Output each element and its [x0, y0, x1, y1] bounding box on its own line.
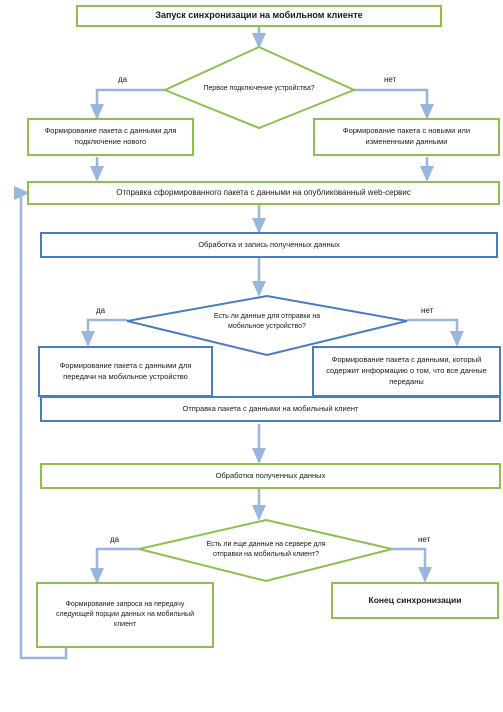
decision-more-text: Есть ли еще данные на сервере для отправ… — [206, 540, 326, 558]
process-received-box: Обработка полученных данных — [40, 463, 501, 489]
arrow-more-no — [392, 547, 432, 583]
decision-send-yes-label: да — [96, 306, 106, 315]
decision-send-shape — [126, 294, 408, 357]
decision-first-no-label: нет — [384, 75, 397, 84]
arrow-send-no — [407, 318, 464, 347]
decision-more-yes-label: да — [110, 535, 120, 544]
decision-first-yes-label: да — [118, 75, 128, 84]
start-box: Запуск синхронизации на мобильном клиент… — [76, 5, 442, 27]
pack-changed-box: Формирование пакета с новыми или изменен… — [313, 118, 500, 156]
arrow-first-no — [354, 88, 434, 120]
decision-more-shape — [138, 518, 393, 583]
arrow-loop-back — [14, 186, 68, 660]
end-box: Конец синхронизации — [331, 582, 499, 619]
decision-first-text: Первое подключение устройства? — [203, 84, 315, 92]
arrow-more-yes — [90, 547, 139, 584]
request-next-box: Формирование запроса на передачу следующ… — [36, 582, 214, 648]
decision-send-text: Есть ли данные для отправки на мобильное… — [213, 312, 321, 330]
pack-new-box: Формирование пакета с данными для подклю… — [27, 118, 194, 156]
decision-more-no-label: нет — [418, 535, 431, 544]
decision-send-no-label: нет — [421, 306, 434, 315]
arrow-send-yes — [81, 318, 127, 347]
send-webservice-box: Отправка сформированного пакета с данным… — [27, 181, 500, 205]
pack-allsent-box: Формирование пакета с данными, который с… — [312, 346, 501, 397]
send-client-box: Отправка пакета с данными на мобильный к… — [40, 396, 501, 422]
decision-first-shape — [162, 45, 357, 130]
process-write-box: Обработка и запись полученных данных — [40, 232, 498, 258]
pack-transfer-box: Формирование пакета с данными для переда… — [38, 346, 213, 397]
arrow-first-yes — [90, 88, 165, 120]
